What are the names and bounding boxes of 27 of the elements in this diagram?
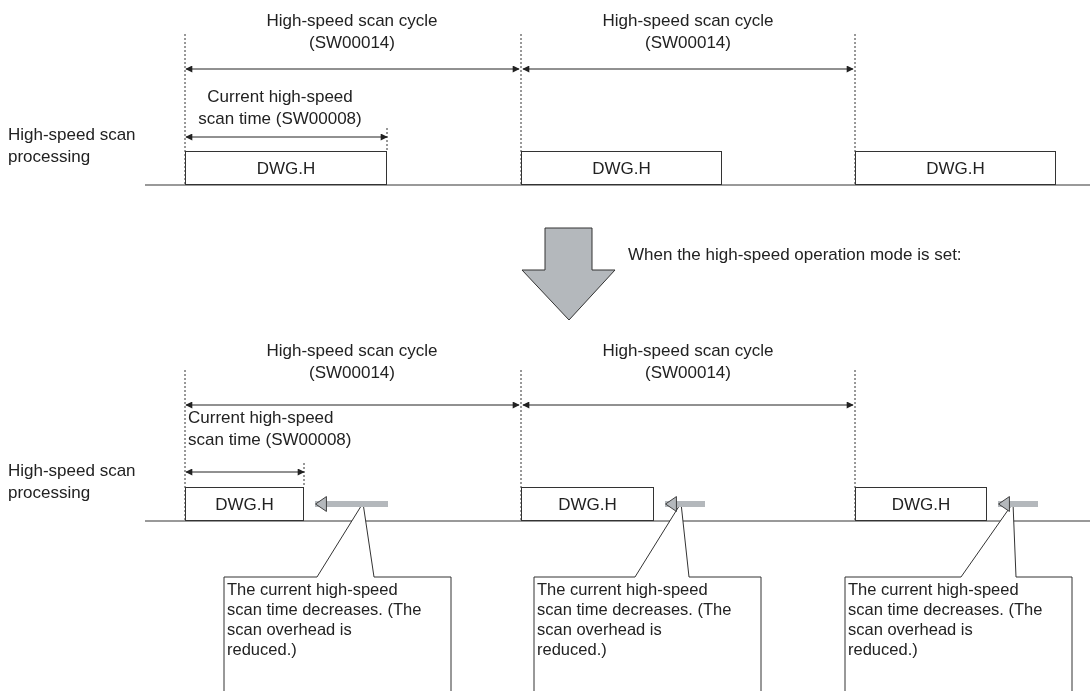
annotation-text: High-speed scan cycle (SW00014) — [265, 10, 439, 54]
process-block — [521, 151, 722, 185]
annotation-text: High-speed scan cycle (SW00014) — [601, 10, 775, 54]
block-label: DWG.H — [926, 159, 985, 177]
process-block — [185, 151, 387, 185]
block-label: DWG.H — [558, 495, 617, 513]
process-block — [521, 487, 654, 521]
callout-text: The current high-speed scan time decreases. (The scan overhead is reduced.) — [848, 579, 1043, 659]
block-label: DWG.H — [891, 495, 951, 513]
process-block — [855, 151, 1056, 185]
callout-text: The current high-speed scan time decreases. (The scan overhead is reduced.) — [227, 579, 422, 659]
block-arrow — [315, 496, 388, 512]
callout-text: The current high-speed scan time decreases. (The scan overhead is reduced.) — [537, 579, 732, 659]
block-label: DWG.H — [256, 159, 316, 177]
annotation-text: High-speed scan processing — [8, 124, 137, 168]
block-arrow — [665, 496, 705, 512]
process-block — [185, 487, 304, 521]
annotation-text: High-speed scan cycle (SW00014) — [601, 340, 775, 384]
block-label: DWG.H — [215, 495, 274, 513]
block-arrow — [998, 496, 1038, 512]
annotation-text: Current high-speed scan time (SW00008) — [197, 86, 363, 130]
process-block — [855, 487, 987, 521]
annotation-text: Current high-speed scan time (SW00008) — [188, 407, 353, 451]
annotation-text: High-speed scan cycle (SW00014) — [265, 340, 439, 384]
annotation-text: High-speed scan processing — [8, 460, 137, 504]
block-label: DWG.H — [592, 159, 651, 177]
annotation-text: When the high-speed operation mode is set: — [628, 244, 963, 266]
